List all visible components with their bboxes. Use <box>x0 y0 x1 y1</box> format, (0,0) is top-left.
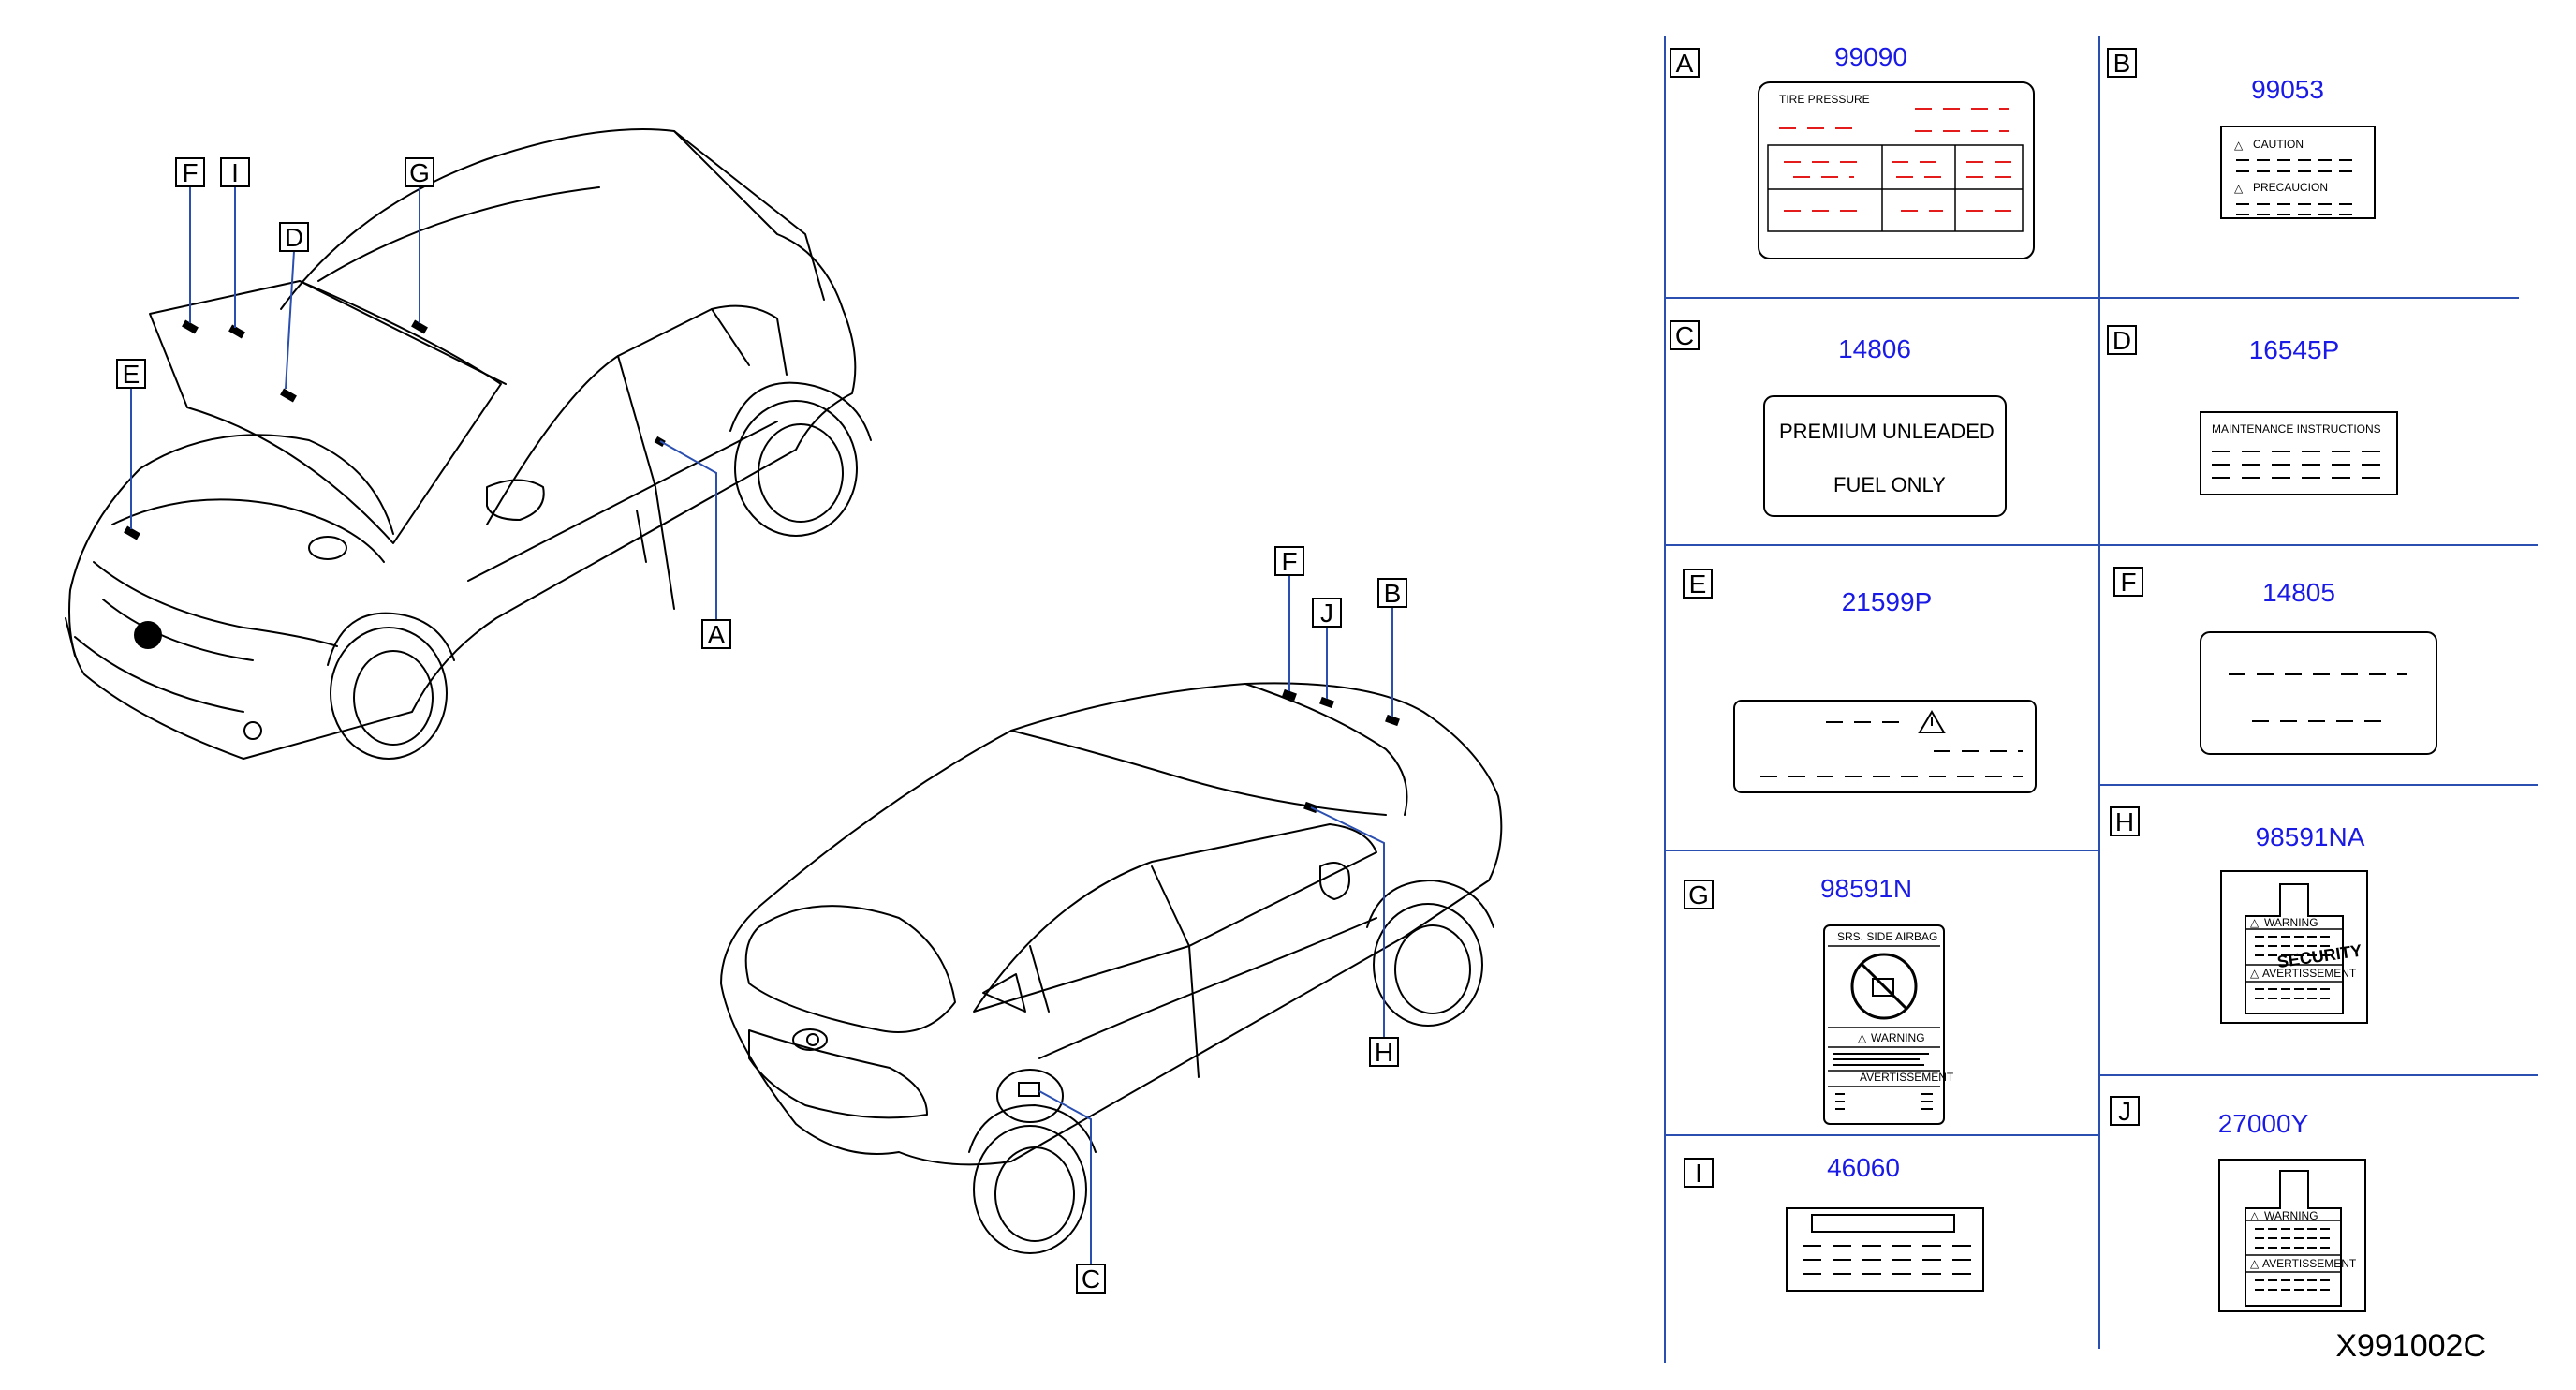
svg-text:F: F <box>1281 547 1297 576</box>
label-cell-I: I 46060 <box>1684 1153 1984 1292</box>
svg-text:14806: 14806 <box>1838 334 1911 363</box>
callout-A-front: A <box>701 619 731 649</box>
callout-F-front: F <box>175 157 205 187</box>
callout-B-rear: B <box>1377 578 1407 608</box>
svg-text:C: C <box>1675 321 1694 350</box>
nissan-emblem-icon <box>134 621 162 649</box>
svg-text:F: F <box>182 158 198 187</box>
callout-C-rear: C <box>1076 1264 1106 1294</box>
svg-text:99090: 99090 <box>1834 42 1907 71</box>
warning-triangle-icon: △ <box>2250 967 2260 980</box>
label-cell-H: H 98591NA △ WARNING △ AVERTISSEMENT SECU… <box>2110 806 2368 1024</box>
svg-text:G: G <box>409 158 430 187</box>
svg-text:SRS. SIDE AIRBAG: SRS. SIDE AIRBAG <box>1837 930 1937 943</box>
label-cell-D: D 16545P MAINTENANCE INSTRUCTIONS <box>2107 325 2398 495</box>
svg-text:AVERTISSEMENT: AVERTISSEMENT <box>1860 1071 1954 1084</box>
svg-text:J: J <box>2118 1097 2131 1126</box>
caution-warning-icon: △ <box>2234 182 2244 195</box>
svg-text:16545P: 16545P <box>2249 335 2340 364</box>
front-car-illustration <box>65 128 872 760</box>
svg-text:A: A <box>708 620 726 649</box>
svg-text:MAINTENANCE INSTRUCTIONS: MAINTENANCE INSTRUCTIONS <box>2212 422 2381 436</box>
warning-triangle-icon: △ <box>2250 916 2260 929</box>
svg-text:PRECAUCION: PRECAUCION <box>2253 181 2328 194</box>
label-cell-E: E 21599P <box>1683 569 2037 793</box>
svg-text:46060: 46060 <box>1827 1153 1900 1182</box>
diagram-code: X991002C <box>2335 1328 2486 1364</box>
callout-J-rear: J <box>1312 598 1342 628</box>
svg-text:H: H <box>1375 1038 1393 1067</box>
label-cell-J: J 27000Y △ WARNING △ AVERTISSEMENT <box>2110 1096 2366 1312</box>
label-cell-C: C 14806 PREMIUM UNLEADED FUEL ONLY <box>1670 320 2007 517</box>
caution-warning-icon: △ <box>2234 139 2244 152</box>
svg-text:J: J <box>1320 599 1333 628</box>
svg-text:D: D <box>285 223 303 252</box>
no-child-seat-icon <box>1850 953 1918 1020</box>
svg-text:98591NA: 98591NA <box>2256 822 2365 851</box>
svg-text:C: C <box>1082 1264 1100 1294</box>
svg-text:A: A <box>1676 49 1694 78</box>
callout-G-front: G <box>405 157 434 187</box>
svg-text:E: E <box>1689 569 1707 599</box>
svg-text:27000Y: 27000Y <box>2218 1109 2309 1138</box>
callout-H-rear: H <box>1369 1037 1399 1067</box>
svg-text:TIRE PRESSURE: TIRE PRESSURE <box>1779 93 1870 106</box>
svg-text:WARNING: WARNING <box>1871 1031 1925 1044</box>
warning-triangle-icon: △ <box>2250 1209 2260 1222</box>
svg-text:FUEL ONLY: FUEL ONLY <box>1833 473 1946 496</box>
warning-triangle-icon <box>1918 710 1946 733</box>
label-cell-G: G 98591N SRS. SIDE AIRBAG △ WARNING AVER… <box>1684 874 1954 1125</box>
svg-text:PREMIUM UNLEADED: PREMIUM UNLEADED <box>1779 420 1995 443</box>
svg-text:I: I <box>1695 1159 1702 1188</box>
svg-text:99053: 99053 <box>2251 75 2324 104</box>
svg-text:B: B <box>1384 579 1402 608</box>
callout-I-front: I <box>220 157 250 187</box>
callout-E-front: E <box>116 359 146 389</box>
label-cell-F: F 14805 <box>2113 567 2437 755</box>
svg-text:WARNING: WARNING <box>2264 1209 2318 1222</box>
svg-text:98591N: 98591N <box>1820 874 1912 903</box>
svg-text:I: I <box>231 158 239 187</box>
svg-text:D: D <box>2112 326 2131 355</box>
svg-text:WARNING: WARNING <box>2264 916 2318 929</box>
warning-triangle-icon: △ <box>1858 1031 1867 1044</box>
svg-text:14805: 14805 <box>2262 578 2335 607</box>
svg-text:H: H <box>2115 807 2134 836</box>
svg-text:F: F <box>2120 568 2136 597</box>
svg-text:AVERTISSEMENT: AVERTISSEMENT <box>2262 967 2357 980</box>
svg-text:AVERTISSEMENT: AVERTISSEMENT <box>2262 1257 2357 1270</box>
rear-car-label-marks <box>1018 688 1400 1097</box>
label-cell-B: B 99053 △ CAUTION △ PRECAUCION <box>2107 48 2376 219</box>
svg-text:B: B <box>2113 49 2131 78</box>
front-car-leaders <box>130 186 717 620</box>
rear-car-leaders <box>1038 575 1393 1264</box>
callout-D-front: D <box>279 222 309 252</box>
svg-text:E: E <box>123 360 140 389</box>
svg-text:CAUTION: CAUTION <box>2253 138 2304 151</box>
label-cell-A: A 99090 TIRE PRESSURE <box>1670 42 2035 259</box>
rear-car-illustration <box>720 682 1503 1254</box>
nissan-emblem-icon <box>806 1033 819 1046</box>
svg-text:G: G <box>1688 880 1709 909</box>
callout-F-rear: F <box>1274 546 1304 576</box>
svg-text:21599P: 21599P <box>1842 587 1933 616</box>
label-grid <box>1664 36 2538 1363</box>
warning-triangle-icon: △ <box>2250 1257 2260 1270</box>
front-car-label-marks <box>124 319 666 540</box>
